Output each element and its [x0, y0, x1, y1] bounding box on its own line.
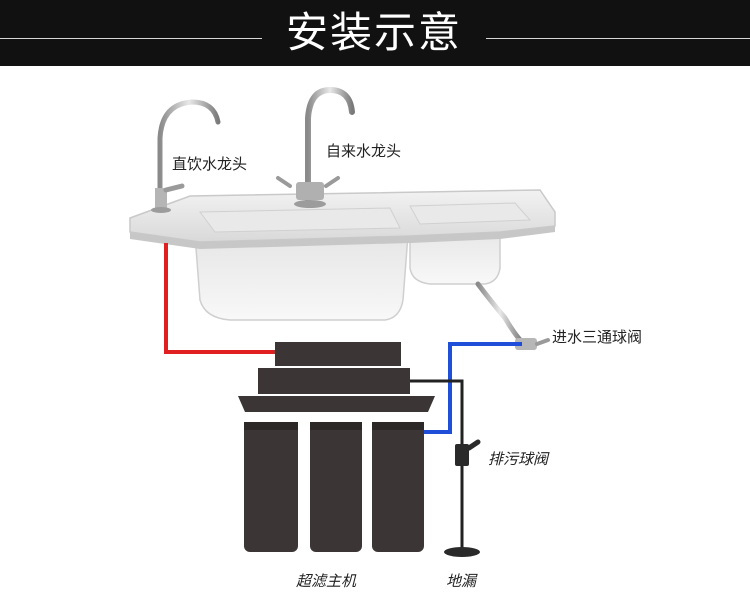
label-drain-valve: 排污球阀 [488, 450, 549, 468]
label-inlet-valve: 进水三通球阀 [552, 328, 643, 346]
header-divider-right [486, 38, 750, 39]
label-tap-faucet: 自来水龙头 [326, 142, 402, 160]
installation-diagram [129, 86, 556, 557]
inlet-tee-valve-icon [475, 281, 550, 350]
label-direct-faucet: 直饮水龙头 [172, 155, 248, 173]
label-main-unit: 超滤主机 [296, 572, 357, 590]
sink-countertop-edge [130, 226, 555, 249]
direct-drink-faucet-icon [151, 99, 221, 213]
sink [129, 189, 556, 321]
header-divider-left [0, 38, 262, 39]
pipe-black-drain [408, 379, 464, 548]
header-banner: 安装示意 [0, 0, 750, 66]
pipe-red-drinking-water [164, 243, 276, 354]
drain-ball-valve-icon [455, 439, 481, 466]
floor-drain-icon [444, 547, 480, 557]
sink-basin-left [194, 234, 409, 321]
tap-water-faucet-icon [276, 86, 355, 208]
ultrafilter-unit-icon [238, 342, 435, 552]
pipe-blue-inlet [408, 342, 522, 434]
label-floor-drain: 地漏 [446, 572, 477, 590]
page-title: 安装示意 [285, 8, 462, 57]
